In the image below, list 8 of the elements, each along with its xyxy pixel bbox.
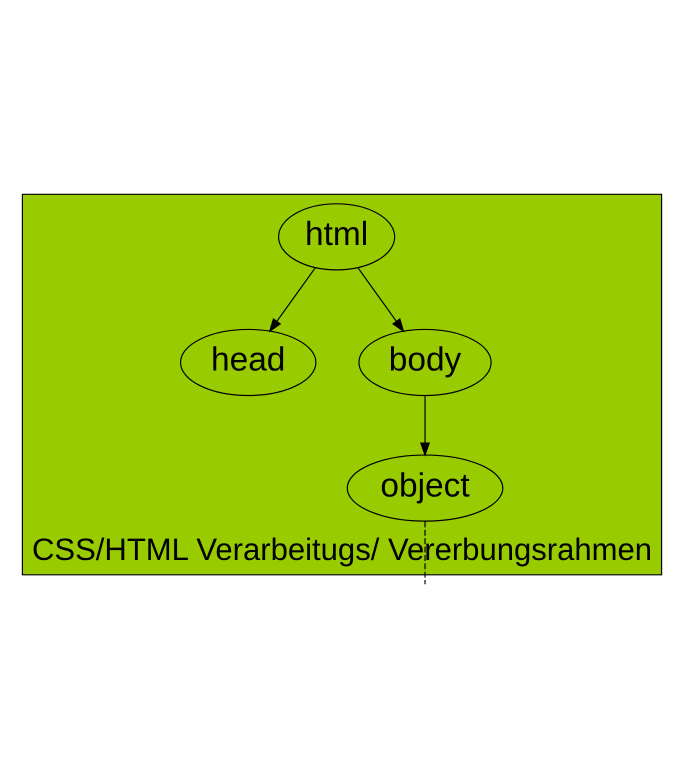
- node-ellipse: body: [358, 328, 492, 396]
- connector: [424, 520, 426, 584]
- arrow: [357, 266, 404, 332]
- node-ellipse: object: [346, 454, 504, 522]
- arrow: [420, 395, 430, 456]
- node-ellipse: head: [180, 328, 316, 396]
- arrow: [268, 266, 316, 332]
- node-ellipse: html: [278, 202, 396, 270]
